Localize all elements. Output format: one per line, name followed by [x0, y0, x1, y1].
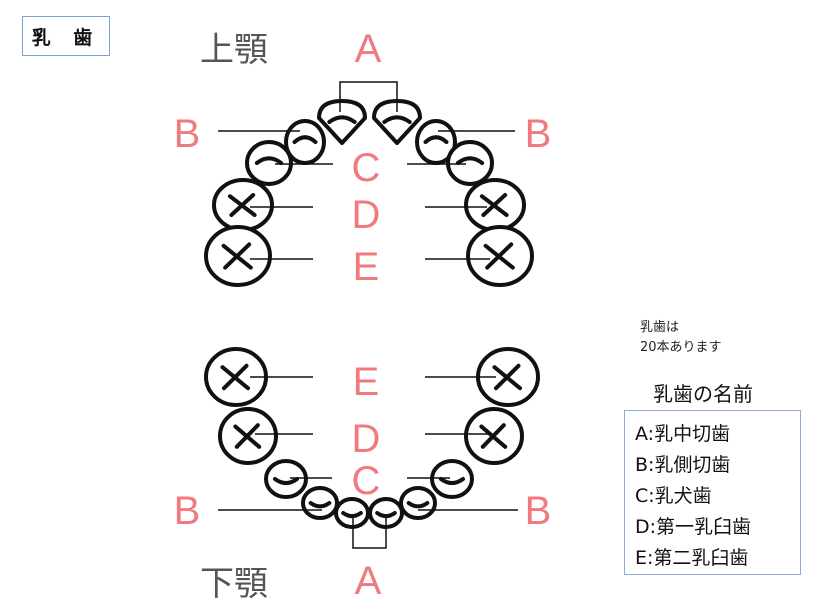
tooth-upper-D-left [212, 178, 274, 232]
tooth-outline [317, 99, 367, 145]
edge-mark [406, 501, 430, 509]
edge-mark [439, 477, 465, 486]
edge-mark [327, 115, 357, 124]
edge-mark [382, 115, 412, 124]
label-upper-C: C [352, 146, 381, 190]
legend-item-E: E:第二乳臼歯 [635, 547, 749, 569]
label-lower-C: C [352, 459, 381, 503]
tooth-outline [301, 486, 339, 520]
legend-item-A: A:乳中切歯 [635, 423, 731, 445]
note: 乳歯は 20本あります [640, 318, 722, 358]
legend-title: 乳歯の名前 [653, 382, 753, 406]
bracket-lower-A [352, 518, 387, 549]
tooth-outline [430, 459, 474, 499]
tooth-upper-C-right [446, 140, 494, 186]
label-upper-E: E [353, 245, 380, 289]
tooth-upper-D-right [464, 178, 526, 232]
tooth-lower-B-left [301, 486, 339, 520]
cusp-mark [479, 423, 508, 449]
cusp-mark [233, 423, 262, 449]
tooth-lower-D-right [464, 407, 524, 465]
edge-mark [341, 511, 363, 519]
bracket-upper-A [339, 81, 398, 112]
tooth-upper-A-left [317, 99, 367, 145]
edge-mark [423, 135, 449, 144]
cusp-mark [483, 242, 515, 270]
tooth-outline [334, 497, 370, 529]
tooth-lower-B-right [399, 486, 437, 520]
edge-mark [254, 156, 284, 165]
cusp-mark [221, 242, 253, 270]
cusp-mark [227, 193, 257, 217]
label-lower-B-right: B [525, 489, 552, 533]
edge-mark [308, 501, 332, 509]
tooth-outline [446, 140, 494, 186]
tooth-outline [399, 486, 437, 520]
label-upper-A: A [355, 27, 382, 71]
tooth-outline [245, 140, 293, 186]
tooth-outline [264, 459, 308, 499]
tooth-upper-E-right [466, 225, 534, 287]
cusp-mark [220, 363, 250, 391]
legend-box: A:乳中切歯 B:乳側切歯 C:乳犬歯 D:第一乳臼歯 E:第二乳臼歯 [624, 410, 801, 575]
tooth-lower-D-left [218, 407, 278, 465]
tooth-lower-E-right [476, 347, 540, 407]
edge-mark [455, 156, 485, 165]
tooth-upper-E-left [204, 225, 272, 287]
tooth-lower-A-right [368, 497, 404, 529]
label-upper-D: D [352, 193, 381, 237]
legend-item-D: D:第一乳臼歯 [635, 516, 752, 538]
edge-mark [375, 511, 397, 519]
label-upper-B-left: B [174, 112, 201, 156]
tooth-lower-E-left [204, 347, 268, 407]
edge-mark [273, 477, 299, 486]
tooth-lower-A-left [334, 497, 370, 529]
upper-jaw-label: 上顎 [200, 30, 268, 70]
label-lower-E: E [353, 360, 380, 404]
legend-item-C: C:乳犬歯 [635, 485, 712, 507]
tooth-lower-C-left [264, 459, 308, 499]
label-lower-D: D [352, 417, 381, 461]
note-line-1: 乳歯は [640, 320, 680, 335]
cusp-mark [492, 363, 522, 391]
label-lower-B-left: B [174, 489, 201, 533]
title-box: 乳 歯 [22, 16, 110, 56]
legend-item-B: B:乳側切歯 [635, 454, 731, 476]
note-line-2: 20本あります [640, 340, 722, 355]
cusp-mark [479, 193, 509, 217]
tooth-lower-C-right [430, 459, 474, 499]
lower-jaw-label: 下顎 [200, 564, 268, 604]
edge-mark [292, 135, 318, 144]
label-lower-A: A [355, 559, 382, 603]
tooth-upper-C-left [245, 140, 293, 186]
label-upper-B-right: B [525, 112, 552, 156]
